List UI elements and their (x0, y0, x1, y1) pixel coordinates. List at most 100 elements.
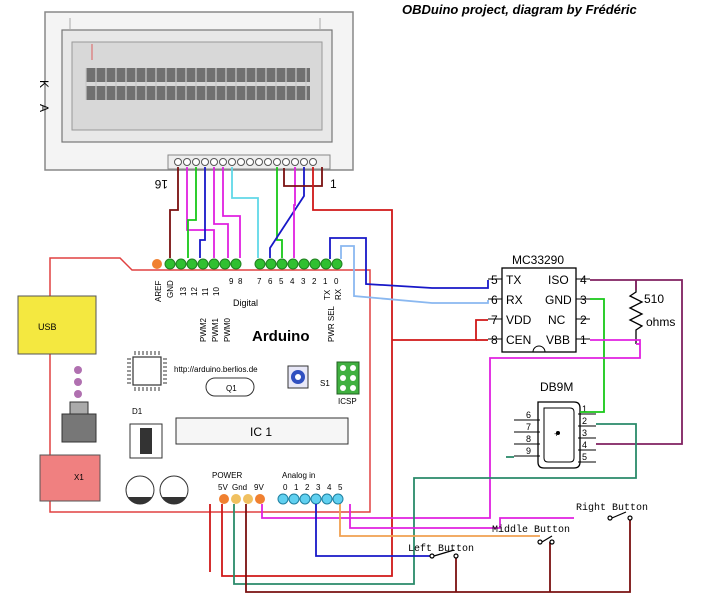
db9-pin-8: 8 (526, 434, 531, 444)
reset-button (287, 365, 309, 389)
lcd-pin1-label: 1 (330, 177, 337, 191)
dpin-13: 13 (179, 287, 188, 296)
dpin-5: 5 (279, 277, 284, 286)
digital-pin-numbers-right: 7 6 5 4 3 2 1 0 (257, 277, 339, 286)
wire-lcd-blue-2 (269, 167, 305, 258)
analog-pin-numbers: 0 1 2 3 4 5 (283, 483, 343, 492)
apin-0: 0 (283, 483, 288, 492)
power-header (219, 494, 265, 504)
mc-pin-vbb: VBB (546, 333, 570, 347)
wires (169, 167, 683, 593)
dpin-3: 3 (301, 277, 306, 286)
apin-1: 1 (294, 483, 299, 492)
aref-label: AREF (154, 281, 163, 302)
power-label: POWER (212, 471, 242, 480)
wire-button-ground (245, 504, 631, 593)
wire-lcd-green-1 (187, 167, 197, 258)
analog-label: Analog in (282, 471, 315, 480)
mc-pin-6: 6 (491, 293, 498, 307)
wire-lcd-darkred-gnd (169, 167, 179, 258)
power-pin-labels: 5V Gnd 9V (218, 483, 264, 492)
button-switches (429, 511, 633, 559)
power-jack (39, 454, 101, 502)
wire-gnd-green (580, 298, 605, 413)
wire-right-button (349, 504, 574, 529)
dpin-11: 11 (201, 287, 210, 296)
resistor-unit: ohms (646, 315, 675, 329)
db9-right-pins: 1 2 3 4 5 (582, 404, 587, 462)
usb-label: USB (38, 322, 57, 332)
digital-pin-numbers-left: 13 12 11 10 9 8 (179, 277, 243, 296)
d1-label: D1 (132, 407, 143, 416)
ic1-socket (175, 417, 349, 445)
gnd-label: GND (166, 280, 175, 298)
left-button-label: Left Button (408, 543, 474, 555)
mc-pin-8: 8 (491, 333, 498, 347)
dpin-1: 1 (323, 277, 328, 286)
lcd-pin16-label: 16 (154, 177, 168, 191)
mc-pin-5: 5 (491, 273, 498, 287)
pwm0-label: PWM0 (223, 317, 232, 342)
rx-label: RX (334, 288, 343, 300)
lcd-pin-header (167, 154, 331, 170)
wire-lcd-red-vcc (221, 167, 393, 577)
apin-5: 5 (338, 483, 343, 492)
mc33290-label: MC33290 (512, 253, 564, 267)
db9-pin-4: 4 (582, 440, 587, 450)
db9-pin-7: 7 (526, 422, 531, 432)
url-label: http://arduino.berlios.de (174, 365, 258, 374)
db9-left-pins: 6 7 8 9 (526, 410, 531, 456)
dpin-9: 9 (229, 277, 234, 286)
wire-lcd-darkred-2 (283, 167, 323, 187)
mc-pin-cen: CEN (506, 333, 531, 347)
dpin-4: 4 (290, 277, 295, 286)
apin-2: 2 (305, 483, 310, 492)
analog-header (277, 493, 344, 505)
mc33290-right-pins: ISO 4 GND 3 NC 2 VBB 1 (545, 273, 587, 347)
lcd-module: K A 16 1 (37, 11, 354, 191)
wire-lcd-blue-1 (199, 167, 206, 258)
wire-lcd-magenta-1 (186, 167, 215, 258)
wire-rx (340, 245, 489, 304)
dpin-12: 12 (190, 287, 199, 296)
apin-3: 3 (316, 483, 321, 492)
wire-tx (329, 237, 489, 289)
wire-vbb (261, 339, 641, 519)
pwm-labels: PWM2 PWM1 PWM0 (199, 317, 232, 342)
mc33290-left-pins: 5 TX 6 RX 7 VDD 8 CEN (491, 273, 532, 347)
db9-pin-3: 3 (582, 428, 587, 438)
digital-header (152, 258, 343, 270)
db9-pin-2: 2 (582, 416, 587, 426)
digital-label: Digital (233, 298, 258, 308)
lcd-side-label-k: K (37, 80, 51, 88)
lcd-character-grid (85, 68, 310, 100)
wire-lcd-magenta-4 (293, 167, 296, 258)
mc-pin-rx: RX (506, 293, 523, 307)
wire-lcd-green-2 (276, 167, 283, 258)
x1-label: X1 (74, 473, 84, 482)
wire-middle-button (339, 504, 540, 537)
power-gnd-label: Gnd (232, 483, 247, 492)
mc-pin-4: 4 (580, 273, 587, 287)
mc-pin-2: 2 (580, 313, 587, 327)
mc-pin-7: 7 (491, 313, 498, 327)
mc-pin-3: 3 (580, 293, 587, 307)
mc-pin-1: 1 (580, 333, 587, 347)
mc33290-chip (488, 267, 590, 353)
mc-pin-gnd: GND (545, 293, 572, 307)
wire-vdd (392, 319, 488, 341)
voltage-regulator (61, 401, 97, 443)
dpin-8: 8 (238, 277, 243, 286)
db9-connector: + (514, 401, 596, 469)
wire-lcd-magenta-3 (222, 167, 241, 258)
pwm1-label: PWM1 (211, 317, 220, 342)
middle-button-label: Middle Button (492, 524, 570, 536)
lcd-side-label-a: A (37, 104, 51, 112)
usb-connector (17, 295, 97, 355)
oscillator (205, 377, 255, 397)
dpin-7: 7 (257, 277, 262, 286)
db9-label: DB9M (540, 380, 573, 394)
icsp-label: ICSP (338, 397, 357, 406)
pwm2-label: PWM2 (199, 317, 208, 342)
